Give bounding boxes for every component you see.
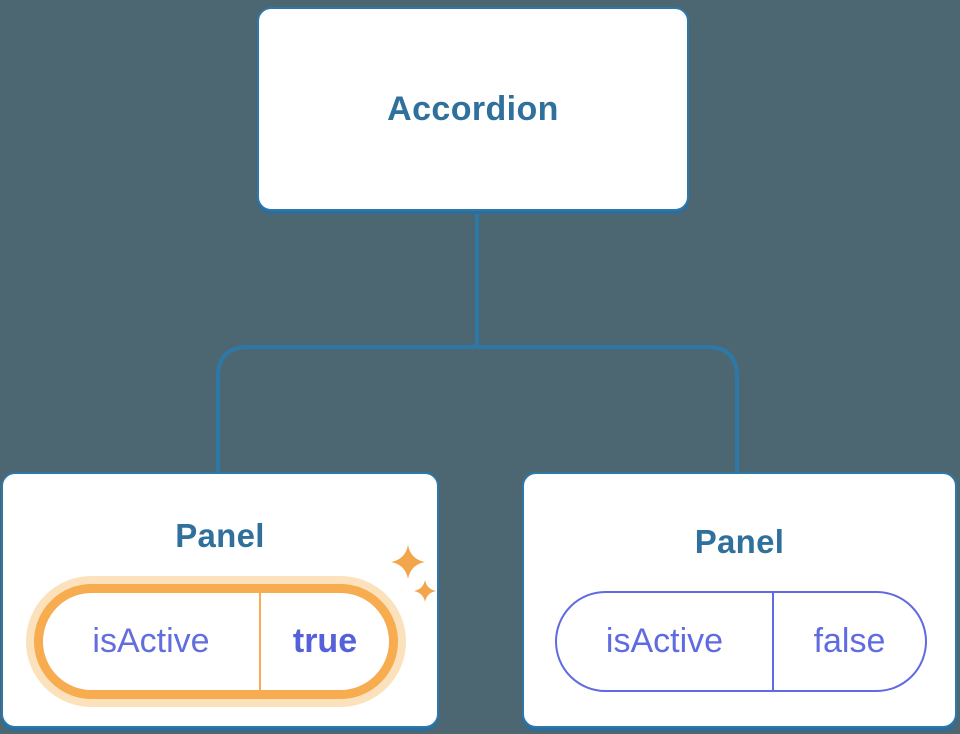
accordion-node-label: Accordion <box>387 89 559 128</box>
state-value: true <box>292 622 358 660</box>
panel-node-inactive: Panel isActive false <box>522 472 957 728</box>
accordion-node: Accordion <box>257 7 689 211</box>
state-pill-highlighted: isActive true <box>34 584 398 699</box>
sparkles-icon <box>391 545 436 602</box>
state-name: isActive <box>557 593 774 690</box>
state-name: isActive <box>43 593 261 690</box>
panel-title: Panel <box>175 517 265 554</box>
panel-node-active: Panel isActive true <box>1 472 439 728</box>
panel-title: Panel <box>694 523 785 560</box>
state-pill-plain: isActive false <box>555 591 927 692</box>
state-value: false <box>813 622 886 660</box>
